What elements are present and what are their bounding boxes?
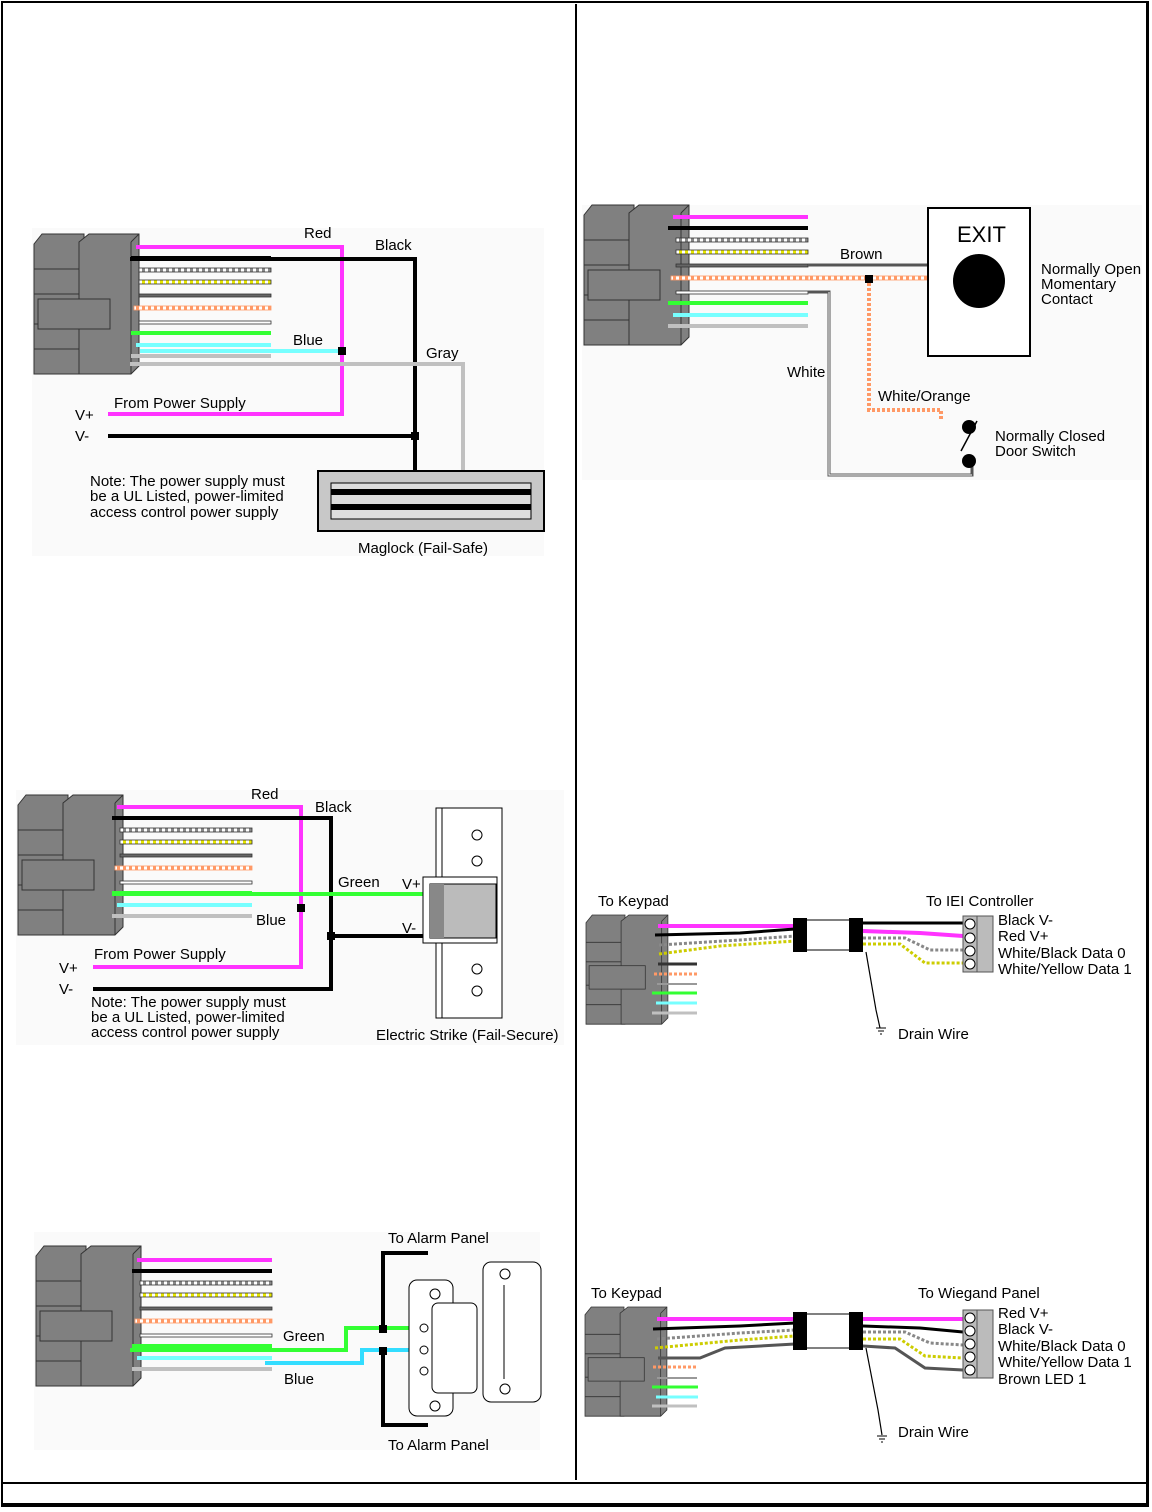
label-to-keypad: To Keypad <box>591 1285 662 1302</box>
terminal-label: White/Yellow Data 1 <box>998 961 1132 978</box>
label-green: Green <box>283 1328 325 1345</box>
terminal-label: Black V- <box>998 912 1053 929</box>
maglock-diagram: Red Black Blue Gray From Power Supply V+… <box>32 225 545 557</box>
black-wire <box>130 257 417 472</box>
label-vminus: V- <box>75 428 89 445</box>
terminal-label: White/Yellow Data 1 <box>998 1354 1132 1371</box>
label-drain: Drain Wire <box>898 1424 969 1441</box>
label-to-alarm-panel-bottom: To Alarm Panel <box>388 1437 489 1454</box>
device-label: Electric Strike (Fail-Secure) <box>376 1027 559 1044</box>
note-line-3: access control power supply <box>90 504 279 521</box>
door-switch-icon <box>960 420 978 468</box>
no-label-2: Momentary <box>1041 276 1117 293</box>
iei-diagram: To Keypad To IEI Controller Drain Wire B… <box>585 893 1132 1043</box>
label-vminus: V- <box>59 981 73 998</box>
nc-label-1: Normally Closed <box>995 428 1105 445</box>
terminal-label: White/Black Data 0 <box>998 945 1126 962</box>
strike-diagram: Red Black Green V+ V- Blue From Power Su… <box>16 786 564 1045</box>
drain-wire <box>865 1347 883 1436</box>
label-green: Green <box>338 874 380 891</box>
label-to-keypad: To Keypad <box>598 893 669 910</box>
label-red: Red <box>304 225 332 242</box>
label-gray: Gray <box>426 345 459 362</box>
label-to-alarm-panel-top: To Alarm Panel <box>388 1230 489 1247</box>
footer-rule <box>3 1482 1147 1484</box>
cable-jacket-icon <box>793 1312 863 1350</box>
label-blue: Blue <box>293 332 323 349</box>
red-wire <box>108 245 344 416</box>
device-label: Maglock (Fail-Safe) <box>358 540 488 557</box>
label-white-orange: White/Orange <box>878 388 971 405</box>
exit-diagram: EXIT Brown White White/Orange Normally O… <box>582 204 1142 480</box>
label-from-power-supply: From Power Supply <box>114 395 246 412</box>
no-label-3: Contact <box>1041 291 1094 308</box>
black-wire <box>93 816 333 991</box>
label-vplus: V+ <box>75 407 94 424</box>
terminal-block-icon <box>962 915 994 973</box>
terminal-label: Red V+ <box>998 928 1049 945</box>
wiegand-diagram: To Keypad To Wiegand Panel Drain Wire <box>584 1285 1132 1443</box>
note-line-2: be a UL Listed, power-limited <box>91 1009 285 1026</box>
ground-icon <box>877 1435 887 1443</box>
label-from-power-supply: From Power Supply <box>94 946 226 963</box>
label-to-controller: To IEI Controller <box>926 893 1034 910</box>
nc-label-2: Door Switch <box>995 443 1076 460</box>
terminal-block-icon <box>962 1309 994 1379</box>
label-blue: Blue <box>256 912 286 929</box>
label-black: Black <box>375 237 412 254</box>
white-orange-branch <box>867 278 943 420</box>
red-wire <box>93 805 303 969</box>
connector-icon <box>33 233 140 375</box>
label-blue: Blue <box>284 1371 314 1388</box>
label-black: Black <box>315 799 352 816</box>
exit-button-icon: EXIT <box>927 207 1031 357</box>
label-to-panel: To Wiegand Panel <box>918 1285 1040 1302</box>
electric-strike-icon <box>422 807 503 1019</box>
ground-icon <box>876 1027 886 1035</box>
terminal-label: Brown LED 1 <box>998 1371 1086 1388</box>
note-line-1: Note: The power supply must <box>90 473 286 490</box>
label-brown: Brown <box>840 246 883 263</box>
connector-icon <box>584 1306 668 1417</box>
column-divider <box>575 4 577 1480</box>
alarm-diagram: Green Blue To Alarm Panel To Alarm Panel <box>34 1230 542 1454</box>
no-label-1: Normally Open <box>1041 261 1141 278</box>
note-line-3: access control power supply <box>91 1024 280 1041</box>
connector-icon <box>585 914 669 1025</box>
label-drain: Drain Wire <box>898 1026 969 1043</box>
exit-text: EXIT <box>957 222 1006 247</box>
maglock-icon <box>317 470 545 532</box>
label-white: White <box>787 364 825 381</box>
terminal-label: Red V+ <box>998 1305 1049 1322</box>
drain-wire <box>865 951 881 1029</box>
terminal-label: Black V- <box>998 1321 1053 1338</box>
connector-icon <box>35 1245 142 1387</box>
label-vminus-dev: V- <box>402 920 416 937</box>
green-wire <box>130 1326 409 1352</box>
terminal-label: White/Black Data 0 <box>998 1338 1126 1355</box>
label-vplus: V+ <box>59 960 78 977</box>
cable-jacket-icon <box>793 918 863 952</box>
connector-icon <box>17 794 124 936</box>
note-line-1: Note: The power supply must <box>91 994 287 1011</box>
label-vplus-dev: V+ <box>402 876 421 893</box>
gray-wire <box>130 362 465 472</box>
note-line-2: be a UL Listed, power-limited <box>90 488 284 505</box>
door-contact-icon <box>408 1261 542 1417</box>
label-red: Red <box>251 786 279 803</box>
